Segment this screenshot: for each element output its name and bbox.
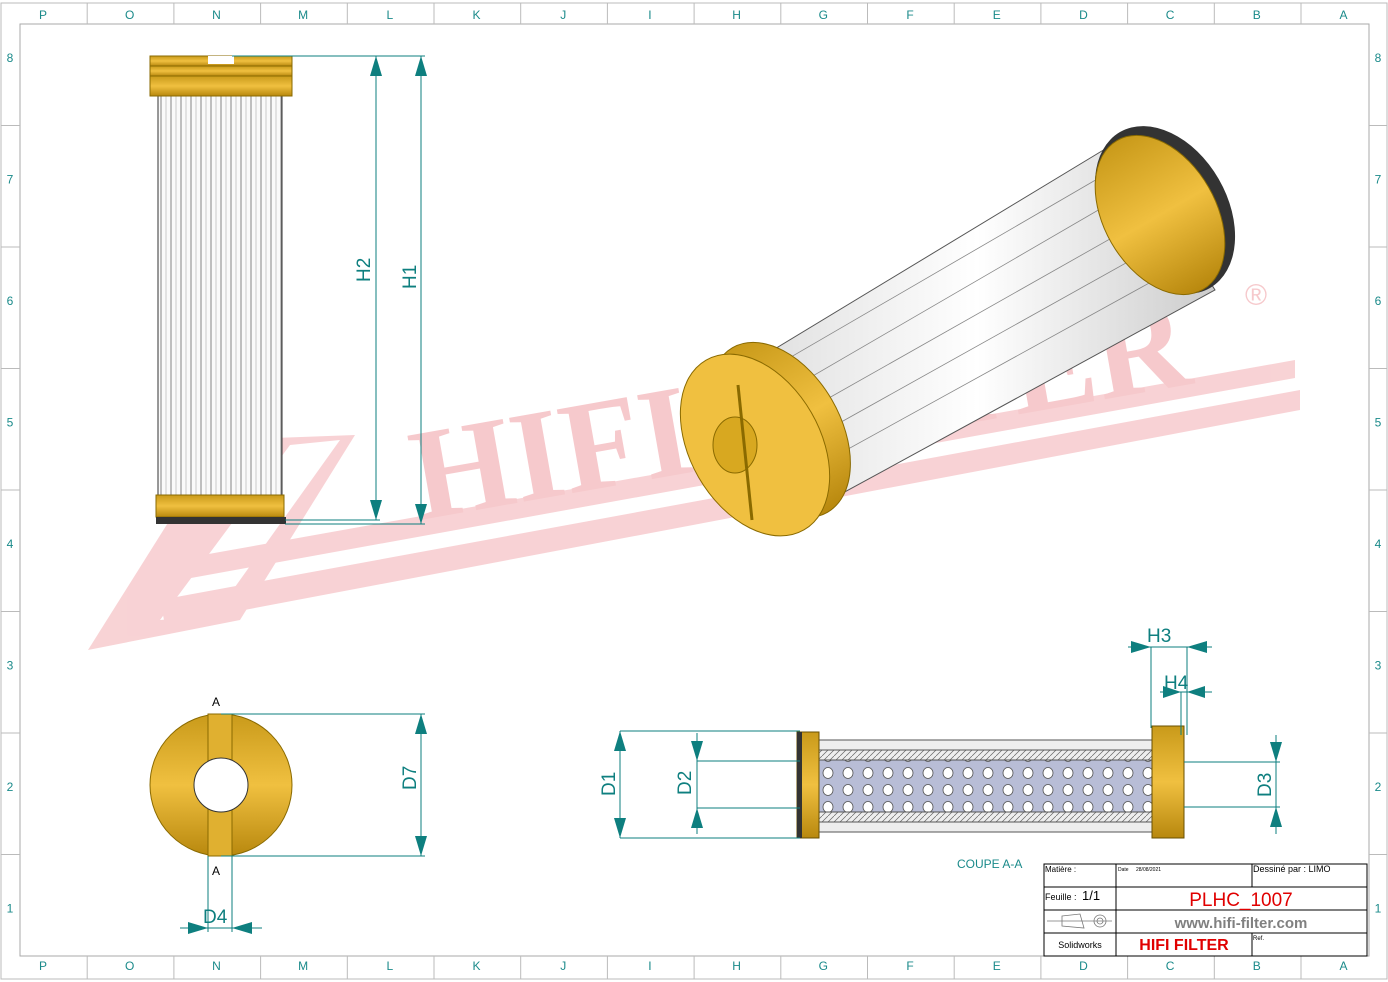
matiere-label: Matière :: [1045, 865, 1076, 874]
zone-row-right: 6: [1375, 294, 1382, 308]
label-d7: D7: [400, 766, 421, 790]
zone-row-left: 1: [7, 902, 14, 916]
zone-column-top: G: [819, 8, 828, 22]
date-value: 28/08/2021: [1136, 867, 1161, 873]
zone-column-top: I: [648, 8, 651, 22]
zone-row-right: 7: [1375, 173, 1382, 187]
zone-column-bottom: M: [298, 959, 308, 973]
zone-column-top: P: [39, 8, 47, 22]
zone-row-left: 6: [7, 294, 14, 308]
zone-column-bottom: B: [1253, 959, 1261, 973]
label-d4: D4: [203, 907, 228, 928]
label-h3: H3: [1147, 626, 1171, 647]
zone-column-bottom: P: [39, 959, 47, 973]
zone-column-top: H: [732, 8, 741, 22]
zone-row-left: 5: [7, 416, 14, 430]
zone-column-top: O: [125, 8, 134, 22]
zone-row-right: 5: [1375, 416, 1382, 430]
end-view: A A D7 D4: [149, 695, 427, 934]
section-mark-bottom: A: [212, 864, 220, 878]
label-h2: H2: [354, 258, 375, 282]
zone-column-bottom: L: [386, 959, 393, 973]
zone-column-bottom: I: [648, 959, 651, 973]
date-label: Date: [1118, 867, 1129, 873]
zone-column-top: C: [1166, 8, 1175, 22]
part-number: PLHC_1007: [1189, 890, 1293, 911]
zone-row-right: 2: [1375, 780, 1382, 794]
label-d1: D1: [599, 772, 620, 796]
section-view: D1 D2 D3 H3 H4 COUPE A-A: [599, 626, 1282, 871]
sheet-value: 1/1: [1082, 888, 1100, 903]
zone-row-right: 1: [1375, 902, 1382, 916]
dimension-h1-h2: H2 H1: [232, 55, 427, 525]
title-block: Matière : Date 28/08/2021 Dessiné par : …: [1043, 863, 1368, 957]
software: Solidworks: [1058, 940, 1102, 950]
section-label: COUPE A-A: [957, 857, 1022, 871]
zone-row-left: 8: [7, 51, 14, 65]
zone-row-left: 7: [7, 173, 14, 187]
zone-column-bottom: F: [906, 959, 913, 973]
zone-column-top: A: [1339, 8, 1347, 22]
zone-column-top: D: [1079, 8, 1088, 22]
isometric-view: [679, 126, 1236, 537]
zone-column-top: E: [993, 8, 1001, 22]
company: HIFI FILTER: [1139, 937, 1229, 954]
zone-column-top: K: [472, 8, 480, 22]
zone-labels: P P O O N N M M L L K K J J I I H H G G F F E E D D C C B B A A 8 8 7 7 6 6 5 5…: [1, 3, 1387, 979]
zone-column-top: F: [906, 8, 913, 22]
zone-column-top: L: [386, 8, 393, 22]
zone-column-bottom: K: [472, 959, 480, 973]
label-d3: D3: [1255, 773, 1276, 797]
zone-row-right: 8: [1375, 51, 1382, 65]
zone-column-top: M: [298, 8, 308, 22]
front-view: [149, 55, 293, 524]
zone-row-right: 3: [1375, 659, 1382, 673]
zone-row-right: 4: [1375, 537, 1382, 551]
zone-row-left: 4: [7, 537, 14, 551]
zone-column-bottom: E: [993, 959, 1001, 973]
zone-column-top: B: [1253, 8, 1261, 22]
zone-column-bottom: O: [125, 959, 134, 973]
zone-column-bottom: C: [1166, 959, 1175, 973]
projection-symbol-icon: [1047, 913, 1112, 929]
zone-column-bottom: N: [212, 959, 221, 973]
drawn-by: Dessiné par : LIMO: [1253, 864, 1331, 874]
sheet-label: Feuille :: [1045, 892, 1077, 902]
zone-column-bottom: A: [1339, 959, 1347, 973]
zone-column-bottom: J: [560, 959, 566, 973]
website: www.hifi-filter.com: [1174, 915, 1308, 932]
zone-column-top: J: [560, 8, 566, 22]
ref-label: Ref.: [1253, 936, 1264, 942]
zone-column-bottom: D: [1079, 959, 1088, 973]
zone-column-top: N: [212, 8, 221, 22]
label-d2: D2: [675, 771, 696, 795]
label-h4: H4: [1164, 673, 1189, 694]
zone-column-bottom: G: [819, 959, 828, 973]
section-mark-top: A: [212, 695, 220, 709]
zone-column-bottom: H: [732, 959, 741, 973]
label-h1: H1: [400, 265, 421, 289]
zone-row-left: 2: [7, 780, 14, 794]
watermark-registered: ®: [1245, 279, 1267, 312]
zone-row-left: 3: [7, 659, 14, 673]
